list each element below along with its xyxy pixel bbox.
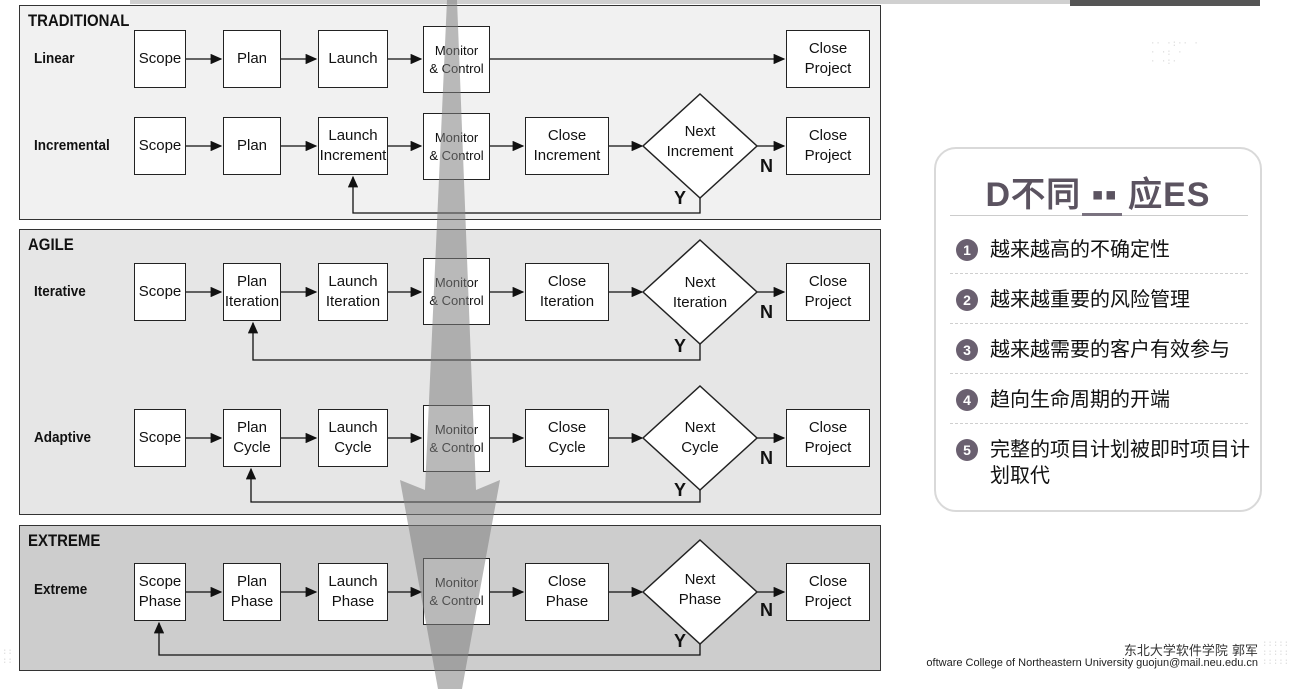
item-separator — [950, 423, 1248, 424]
item-number-badge: 4 — [956, 389, 978, 411]
decor-dots: ·· ·:·· · · ·: · · ·:· — [1150, 39, 1199, 67]
close-phase-box: Close Iteration — [525, 263, 609, 321]
item-text: 越来越需要的客户有效参与 — [990, 339, 1230, 361]
scope-box: Scope — [134, 117, 186, 175]
close-project-box: Close Project — [786, 263, 870, 321]
card-title: D不同 ▪▪ 应ES — [985, 176, 1211, 214]
decor-dots: :::: — [2, 647, 13, 666]
close-project-box: Close Project — [786, 117, 870, 175]
scope-box: Scope — [134, 409, 186, 467]
item-number-badge: 1 — [956, 239, 978, 261]
no-label: N — [760, 156, 773, 176]
panel-title: AGILE — [28, 235, 74, 254]
row-label-adaptive: Adaptive — [34, 429, 92, 446]
decor-dots: ::::::::::::::: — [1262, 639, 1290, 667]
card-divider-accent — [1082, 213, 1122, 216]
no-label: N — [760, 302, 773, 322]
decision-label: Next Phase — [678, 571, 722, 608]
loop-back-arrow — [245, 467, 701, 503]
yes-label: Y — [674, 336, 687, 356]
plan-box: Plan Iteration — [223, 263, 281, 321]
monitor-control-box: Monitor & Control — [423, 26, 490, 93]
decision-label: Next Increment — [666, 123, 734, 160]
close-phase-box: Close Phase — [525, 563, 609, 621]
loop-back-arrow — [153, 621, 701, 656]
top-decor-bar — [130, 0, 1070, 4]
footer-institution: oftware College of Northeastern Universi… — [926, 657, 1258, 669]
item-separator — [950, 373, 1248, 374]
footer-author: 东北大学软件学院 郭军 — [1123, 644, 1258, 659]
launch-box: Launch — [318, 30, 388, 88]
monitor-control-box: Monitor & Control — [423, 113, 490, 180]
item-text: 完整的项目计划被即时项目计划取代 — [990, 439, 1250, 487]
monitor-control-box: Monitor & Control — [423, 258, 490, 325]
close-project-box: Close Project — [786, 563, 870, 621]
top-decor-bar-dark — [1070, 0, 1260, 6]
item-text: 越来越重要的风险管理 — [990, 289, 1190, 311]
yes-label: Y — [674, 188, 687, 208]
row-label-incremental: Incremental — [34, 137, 110, 154]
no-label: N — [760, 448, 773, 468]
close-phase-box: Close Increment — [525, 117, 609, 175]
row-label-iterative: Iterative — [34, 283, 86, 300]
loop-back-arrow — [247, 321, 701, 361]
yes-label: Y — [674, 480, 687, 500]
launch-box: Launch Increment — [318, 117, 388, 175]
row-label-linear: Linear — [34, 50, 75, 67]
close-phase-box: Close Cycle — [525, 409, 609, 467]
plan-box: Plan Cycle — [223, 409, 281, 467]
panel-title: TRADITIONAL — [28, 11, 130, 30]
scope-box: Scope — [134, 30, 186, 88]
plan-box: Plan Phase — [223, 563, 281, 621]
scope-box: Scope Phase — [134, 563, 186, 621]
item-number-badge: 2 — [956, 289, 978, 311]
item-separator — [950, 323, 1248, 324]
close-project-box: Close Project — [786, 30, 870, 88]
item-number-badge: 3 — [956, 339, 978, 361]
launch-box: Launch Phase — [318, 563, 388, 621]
decision-label: Next Iteration — [672, 274, 728, 311]
decision-label: Next Cycle — [681, 419, 719, 456]
item-separator — [950, 273, 1248, 274]
differences-card: D不同 ▪▪ 应ES 1 越来越高的不确定性 2 越来越重要的风险管理 3 越来… — [934, 147, 1262, 512]
item-text: 趋向生命周期的开端 — [990, 389, 1170, 411]
monitor-control-box: Monitor & Control — [423, 558, 490, 625]
launch-box: Launch Cycle — [318, 409, 388, 467]
yes-label: Y — [674, 631, 687, 651]
monitor-control-box: Monitor & Control — [423, 405, 490, 472]
row-label-extreme: Extreme — [34, 581, 88, 598]
panel-title: EXTREME — [28, 531, 101, 550]
item-number-badge: 5 — [956, 439, 978, 461]
launch-box: Launch Iteration — [318, 263, 388, 321]
scope-box: Scope — [134, 263, 186, 321]
no-label: N — [760, 600, 773, 620]
plan-box: Plan — [223, 117, 281, 175]
close-project-box: Close Project — [786, 409, 870, 467]
plan-box: Plan — [223, 30, 281, 88]
item-text: 越来越高的不确定性 — [990, 239, 1170, 261]
loop-back-arrow — [347, 175, 701, 214]
